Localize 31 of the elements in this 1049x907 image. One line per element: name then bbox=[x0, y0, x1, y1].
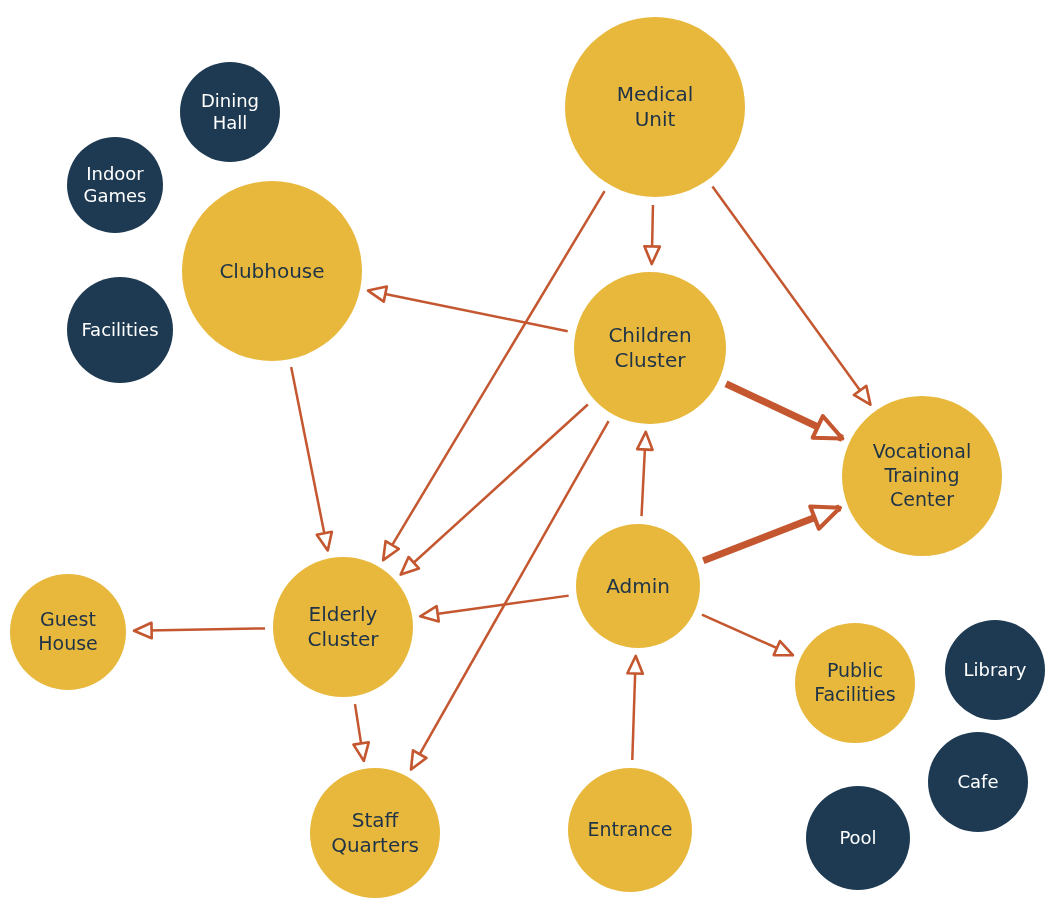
arrow bbox=[366, 285, 568, 333]
arrow bbox=[711, 185, 872, 407]
node-label: Facilities bbox=[81, 318, 159, 342]
arrow bbox=[132, 621, 266, 640]
arrow bbox=[702, 504, 842, 564]
node-label: Dining Hall bbox=[199, 89, 261, 135]
node-label: Medical Unit bbox=[615, 82, 695, 132]
arrow bbox=[643, 204, 662, 266]
arrow bbox=[289, 366, 334, 552]
node-label: Public Facilities bbox=[813, 659, 897, 707]
node-label: Pool bbox=[839, 826, 877, 850]
node-label: Vocational Training Center bbox=[871, 440, 973, 512]
node-label: Elderly Cluster bbox=[306, 602, 380, 652]
arrow bbox=[635, 430, 654, 517]
node-label: Staff Quarters bbox=[330, 808, 420, 858]
arrow bbox=[418, 594, 569, 623]
arrow bbox=[724, 380, 845, 442]
arrow bbox=[409, 420, 610, 771]
arrow bbox=[626, 654, 645, 761]
node-label: Cafe bbox=[957, 770, 999, 794]
node-label: Children Cluster bbox=[607, 323, 693, 373]
arrow bbox=[352, 703, 370, 763]
arrow bbox=[399, 403, 589, 576]
node-label: Entrance bbox=[587, 818, 673, 842]
arrow bbox=[381, 190, 606, 562]
node-label: Clubhouse bbox=[219, 258, 325, 284]
node-label: Indoor Games bbox=[82, 162, 148, 208]
node-label: Library bbox=[963, 658, 1027, 682]
arrow bbox=[701, 613, 795, 657]
node-label: Guest House bbox=[37, 608, 99, 656]
node-label: Admin bbox=[606, 573, 670, 599]
